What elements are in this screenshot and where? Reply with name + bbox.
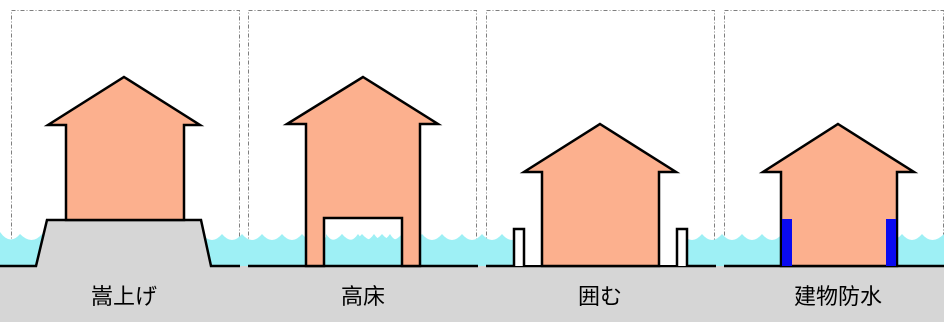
panel-waterproof <box>724 122 944 268</box>
caption-raised-ground: 嵩上げ <box>91 285 157 310</box>
panel-frame-raised-ground <box>11 10 240 322</box>
caption-stilts: 高床 <box>341 285 385 310</box>
panel-raised-ground <box>0 75 240 268</box>
waterproof-left-barrier <box>782 219 792 266</box>
stilts-underfloor-water <box>326 234 400 264</box>
flood-water <box>0 232 944 268</box>
waterproof-house <box>758 122 919 268</box>
surround-right-wall <box>675 227 689 266</box>
panel-frame-stilts <box>248 10 477 322</box>
panel-stilts <box>248 75 478 268</box>
stilts-house <box>282 75 443 268</box>
waterproof-right-barrier <box>886 219 896 266</box>
panel-surround <box>486 122 716 268</box>
surround-left-wall <box>512 227 526 266</box>
surround-house <box>519 122 681 268</box>
caption-waterproof: 建物防水 <box>794 285 882 310</box>
ground-strip <box>0 266 944 322</box>
caption-surround: 囲む <box>578 285 622 310</box>
raised-house <box>43 75 205 222</box>
panel-frame-surround <box>486 10 715 322</box>
